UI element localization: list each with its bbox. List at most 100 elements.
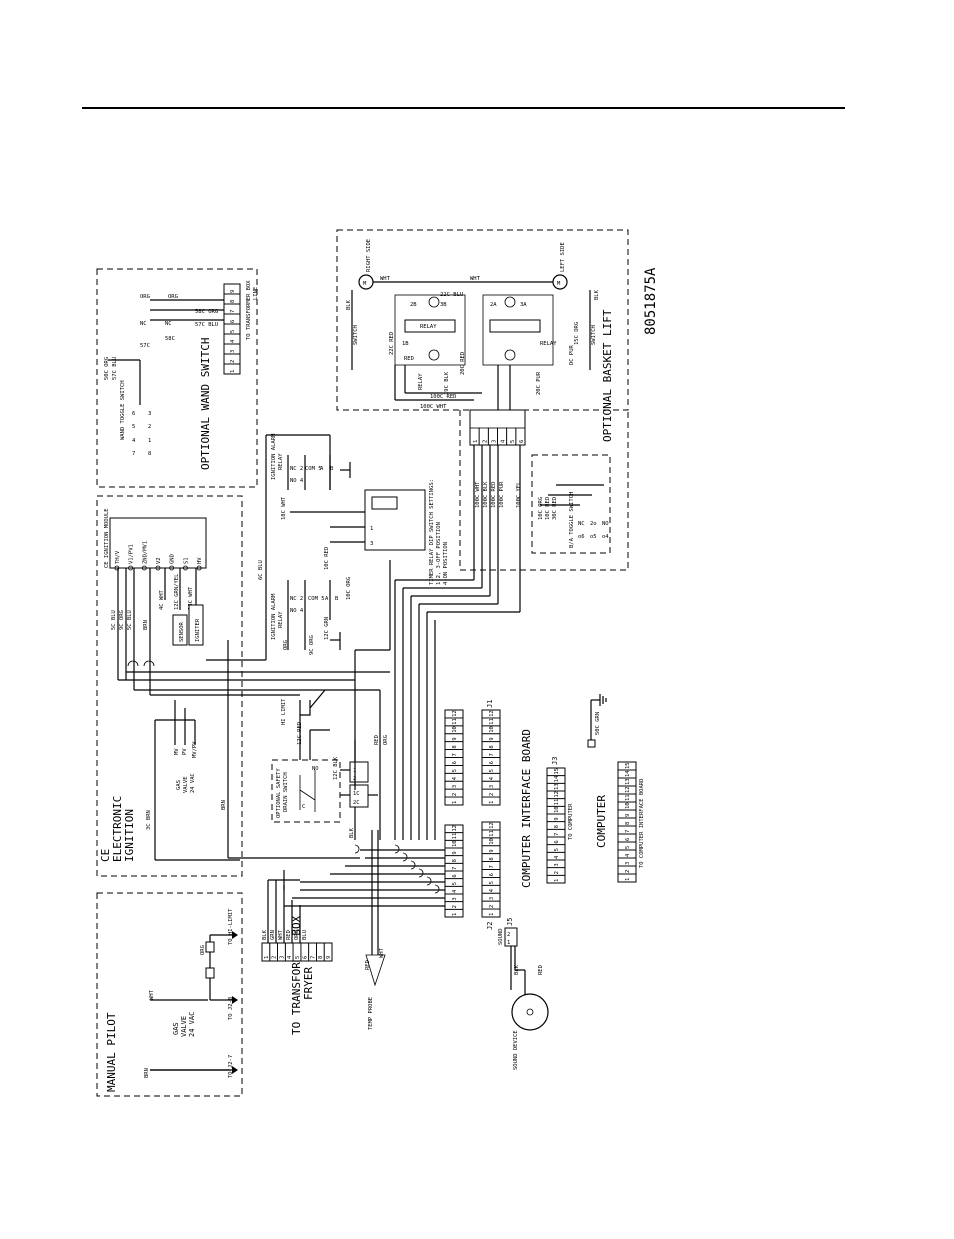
svg-text:18C WHT: 18C WHT <box>281 496 287 520</box>
mp-org: ORG <box>200 945 206 955</box>
j3-label: J3 <box>551 757 559 765</box>
svg-text:20C PUR: 20C PUR <box>536 371 542 395</box>
j2-label: J2 <box>486 922 494 930</box>
alarm-relay-lower: IGNITION ALARM RELAY NC 2 NO 4 COM 5 A B <box>271 580 341 650</box>
svg-text:12C GRN/YEL: 12C GRN/YEL <box>174 573 180 610</box>
svg-text:NC: NC <box>578 521 585 527</box>
j2m-pin-label: 3 <box>452 897 458 900</box>
svg-text:NC 2: NC 2 <box>290 596 303 602</box>
cib-a-pin-label: 8 <box>489 745 495 748</box>
timer-relay-label: TIMER RELAY DIP SWITCH SETTINGS: <box>429 479 435 585</box>
j3-pin-label: 7 <box>554 833 560 836</box>
svg-text:1: 1 <box>507 940 510 946</box>
cib-b-pin-label: 2 <box>489 905 495 908</box>
j1-pin-label: 10 <box>452 726 458 733</box>
tb-pin-label: 1 <box>264 956 270 959</box>
svg-text:2A: 2A <box>490 302 497 308</box>
svg-text:RED: RED <box>374 735 380 745</box>
svg-text:RELAY: RELAY <box>418 373 424 390</box>
svg-text:2C: 2C <box>353 800 360 806</box>
svg-text:A: A <box>325 596 329 602</box>
svg-text:WAND TOGGLE SWITCH: WAND TOGGLE SWITCH <box>120 380 126 440</box>
module-terminal-label: GND <box>170 554 176 564</box>
module-terminal-dot <box>183 565 188 571</box>
svg-text:RELAY: RELAY <box>420 324 437 330</box>
cib-a-pin-label: 5 <box>489 769 495 772</box>
j5-label: J5 <box>506 918 514 926</box>
j1-pin-label: 6 <box>452 761 458 764</box>
j1-pin-label: 8 <box>452 745 458 748</box>
manual-pilot-box <box>96 892 243 1097</box>
mp-gas-valve: GAS <box>172 1022 180 1035</box>
svg-text:COM 5: COM 5 <box>308 596 325 602</box>
title-ce-1: CE <box>99 849 112 862</box>
sound-device-label: SOUND DEVICE <box>513 1030 519 1070</box>
right-side-label: RIGHT SIDE <box>366 239 372 272</box>
j2m-pin-cell <box>444 908 464 918</box>
svg-text:2o: 2o <box>590 521 597 527</box>
left-side-label: LEFT SIDE <box>560 242 566 272</box>
svg-text:20C RED: 20C RED <box>460 352 466 375</box>
j3-pin-label: 4 <box>554 855 560 859</box>
tp-red: RED <box>365 960 371 970</box>
sound-label: SOUND <box>498 928 504 945</box>
title-ce-3: IGNITION <box>123 809 136 862</box>
svg-text:58C: 58C <box>165 336 175 342</box>
svg-text:RELAY: RELAY <box>540 341 557 347</box>
j1-pin-label: 5 <box>452 769 458 772</box>
mp-gas-valve-3: 24 VAC <box>188 1012 196 1037</box>
cib-b-pin-label: 8 <box>489 857 495 860</box>
tp-label: TEMP PROBE <box>368 997 374 1030</box>
svg-text:10C ORG: 10C ORG <box>538 497 544 520</box>
svg-text:50C ORG: 50C ORG <box>104 357 110 380</box>
module-terminal-label: HV <box>197 557 203 564</box>
j3-pin-label: 8 <box>554 825 560 828</box>
igniter-box <box>188 604 204 646</box>
svg-text:RED: RED <box>404 356 414 362</box>
svg-text:DRAIN SWITCH: DRAIN SWITCH <box>283 772 289 812</box>
ba-toggle-switch: 10C ORG 10C RED 30C RED B/A TOGGLE SWITC… <box>531 454 611 554</box>
j1-pin-label: 11 <box>452 718 458 725</box>
svg-text:BRN: BRN <box>221 800 227 810</box>
j2m-pin-label: 11 <box>452 833 458 840</box>
title-cib: COMPUTER INTERFACE BOARD <box>520 729 533 888</box>
j1-pin-label: 1 <box>452 801 458 804</box>
drawing-number: 8051875A <box>643 267 659 335</box>
svg-text:2: 2 <box>507 932 510 938</box>
svg-text:10C ORG: 10C ORG <box>346 577 352 600</box>
j3-pin-label: 10 <box>554 806 560 813</box>
ground-terminal <box>587 739 596 748</box>
bl-pin-label: 4 <box>501 439 507 443</box>
wand-pin-label: 9 <box>230 290 236 293</box>
module-terminal-dot <box>114 565 120 571</box>
svg-text:BRN: BRN <box>143 620 149 630</box>
svg-text:1: 1 <box>370 526 373 532</box>
svg-text:5C BLU: 5C BLU <box>111 610 117 630</box>
mp-wht: WHT <box>149 989 155 1000</box>
comp-pin-label: 5 <box>625 846 631 849</box>
j2m-pin-label: 5 <box>452 882 458 885</box>
bl-pin-label: 3 <box>492 440 498 443</box>
svg-text:19C BLK: 19C BLK <box>444 371 450 395</box>
drain-switch-label: OPTIONAL SAFETY <box>276 768 282 818</box>
comp-pin-label: 13 <box>625 778 631 785</box>
module-terminal-dot <box>196 565 202 571</box>
svg-text:A: A <box>320 466 324 472</box>
sound-device-icon <box>511 993 549 1031</box>
cib-b-pin-label: 11 <box>489 830 495 837</box>
timer-relay: 1 3 <box>290 489 426 551</box>
svg-text:2: 2 <box>148 424 151 430</box>
j1-pin-label: 3 <box>452 785 458 788</box>
j3-pin-label: 15 <box>554 768 560 775</box>
svg-text:B: B <box>330 466 334 472</box>
svg-text:100C PUR: 100C PUR <box>499 481 505 508</box>
comp-pin-label: 11 <box>625 794 631 801</box>
mp-connector-2 <box>205 941 215 953</box>
svg-text:o6: o6 <box>578 534 585 540</box>
j1-pin-label: 4 <box>452 776 458 780</box>
svg-text:NO: NO <box>602 521 609 527</box>
svg-text:SWITCH: SWITCH <box>353 325 359 345</box>
module-terminal-label: V1/PV1 <box>129 544 135 564</box>
